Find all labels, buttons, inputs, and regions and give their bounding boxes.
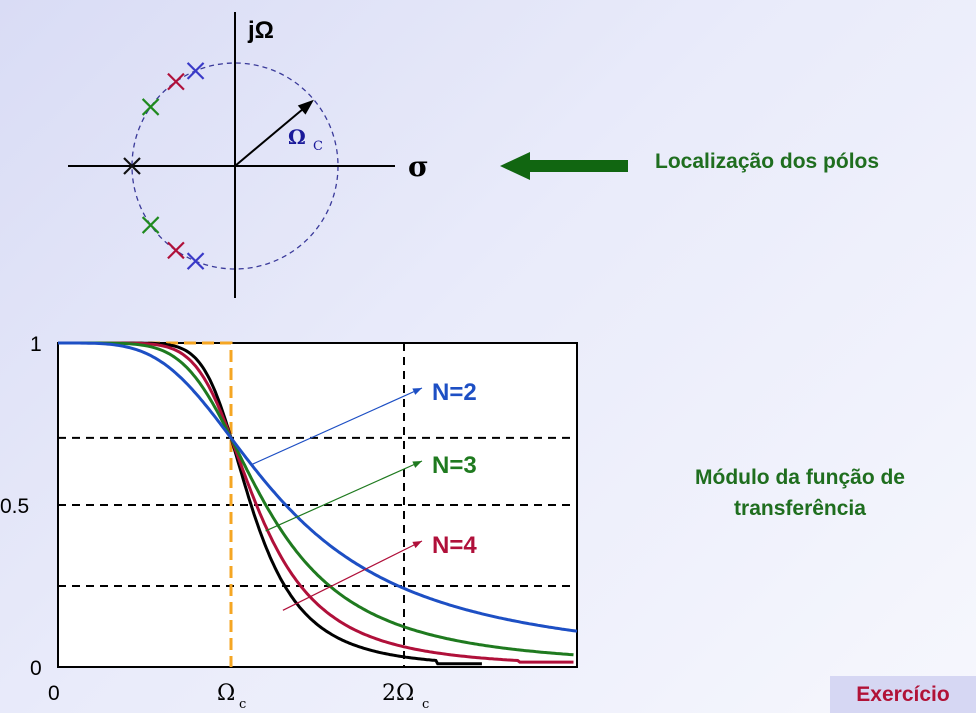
radius-subscript: C: [313, 139, 323, 154]
transfer-module-line1: Módulo da função de: [695, 466, 905, 489]
pole-stroke: [167, 72, 185, 91]
arrow-shaft: [528, 160, 628, 172]
y-tick-label: 0.5: [0, 495, 29, 518]
series-label: N=3: [432, 452, 477, 479]
x-tick-label: Ω: [217, 681, 235, 706]
imag-axis-label: jΩ: [247, 17, 274, 44]
transfer-module-label: Módulo da função de transferência: [640, 462, 960, 524]
x-tick-subscript: c: [239, 697, 246, 712]
radius-arrowhead: [297, 99, 314, 115]
pole-stroke: [123, 157, 141, 175]
pole-marker-icon: [167, 72, 185, 91]
annotation-arrow: [282, 540, 423, 611]
pole-marker-icon: [167, 241, 185, 260]
annotation-arrow: [265, 460, 423, 532]
pole-stroke: [186, 252, 205, 270]
y-tick-label: 0: [30, 657, 42, 680]
pole-stroke: [186, 62, 205, 80]
pole-marker-icon: [186, 62, 205, 80]
pole-stroke: [141, 98, 160, 116]
pole-marker-icon: [186, 252, 205, 270]
annotation-arrow: [251, 387, 423, 466]
annotation-arrowhead: [412, 541, 422, 549]
series-label: N=2: [432, 379, 477, 406]
pole-marker-icon: [123, 157, 141, 175]
pole-marker-icon: [141, 216, 160, 234]
x-tick-label: 0: [48, 682, 60, 705]
radius-line: [234, 105, 307, 167]
real-axis-label: σ: [408, 150, 429, 183]
transfer-module-line2: transferência: [734, 497, 866, 520]
pole-marker-icon: [141, 98, 160, 116]
series-line-n4: [58, 341, 574, 664]
x-tick-label: 2Ω: [382, 681, 414, 706]
y-tick-label: 1: [30, 333, 42, 356]
annotation-arrowhead: [412, 461, 422, 468]
pole-location-label: Localização dos pólos: [655, 150, 880, 173]
series-line-n2: [58, 341, 578, 633]
series-label: N=4: [432, 532, 477, 559]
annotation-arrowhead: [412, 388, 422, 395]
pole-stroke: [141, 216, 160, 234]
left-arrow-icon: [500, 152, 530, 180]
series-line-n3: [58, 341, 574, 657]
radius-label: Ω: [288, 125, 306, 149]
x-tick-subscript: c: [422, 697, 429, 712]
exercise-button[interactable]: Exercício: [830, 676, 976, 713]
pole-stroke: [167, 241, 185, 260]
